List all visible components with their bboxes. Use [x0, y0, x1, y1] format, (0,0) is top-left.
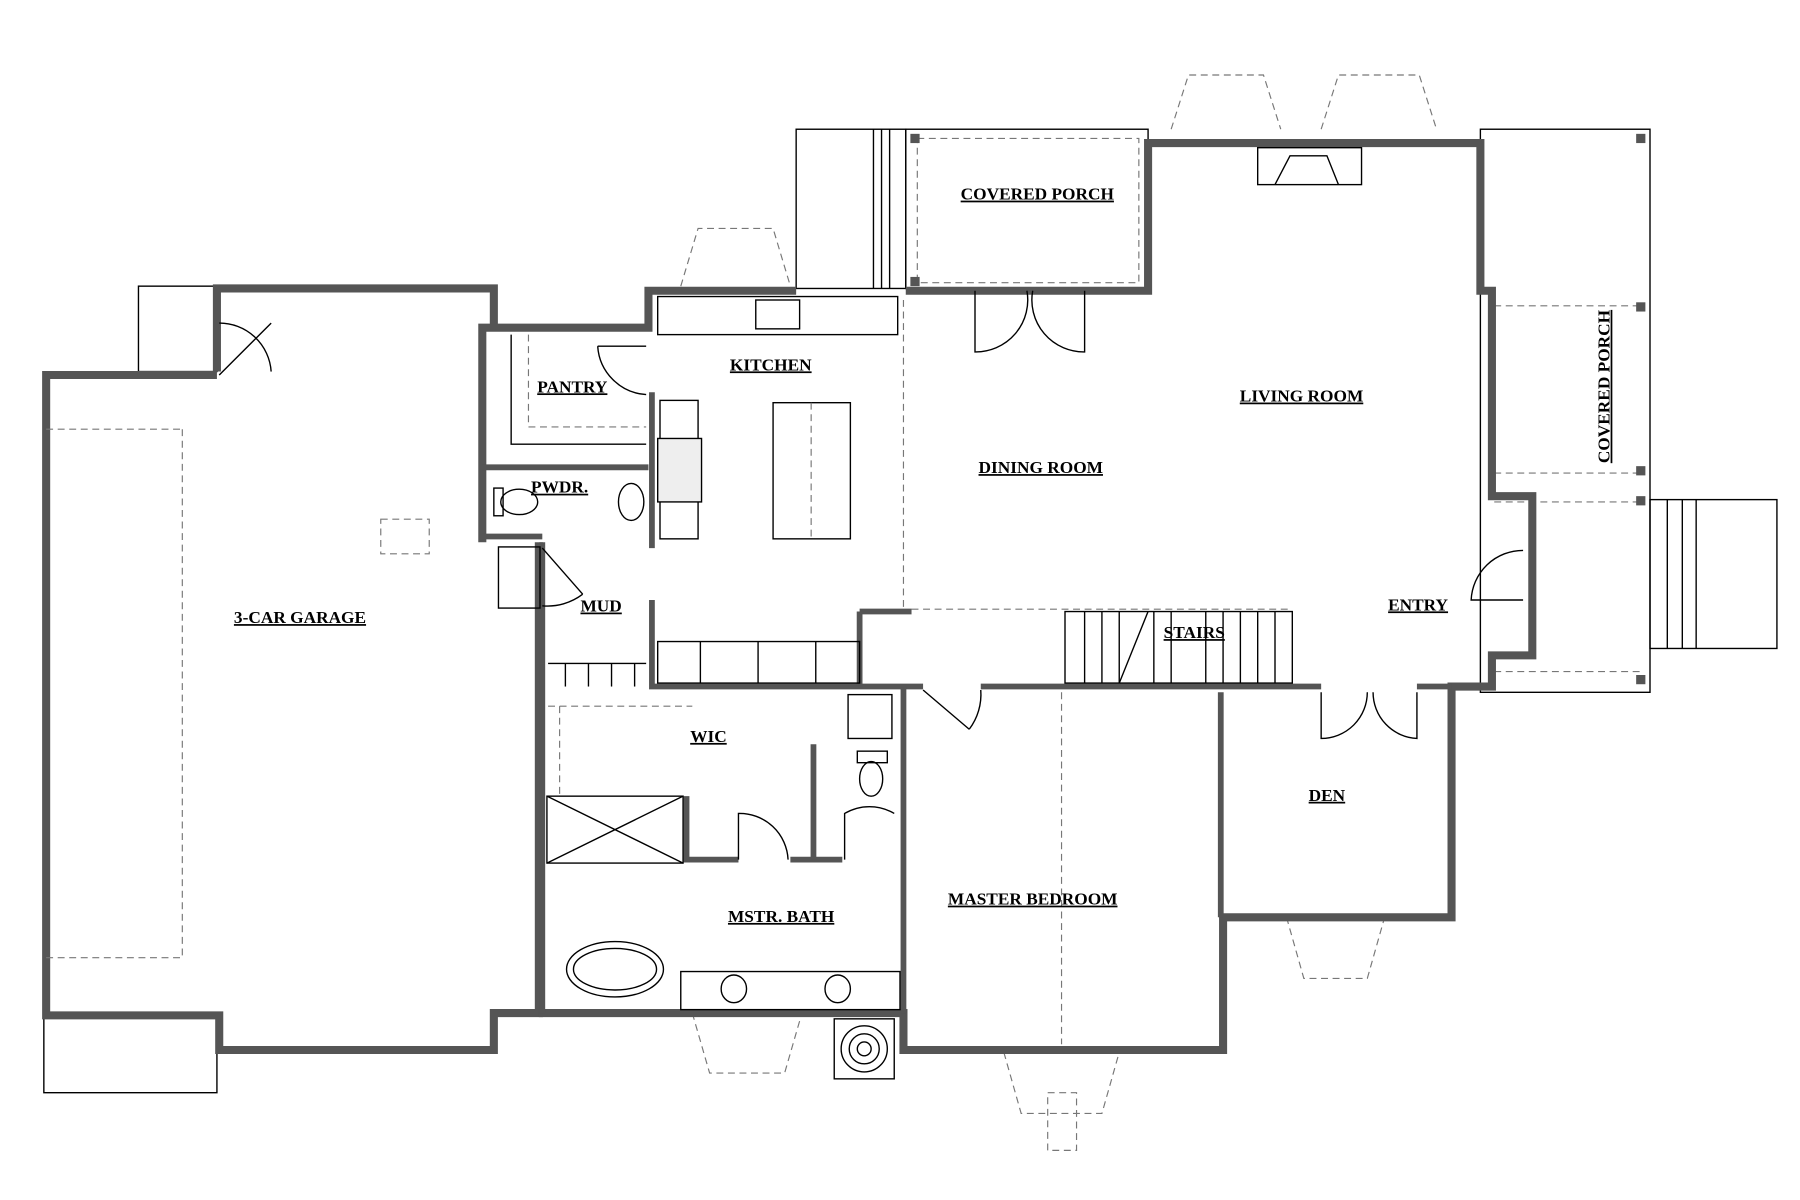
- garage-walls: [42, 284, 543, 1055]
- label-entry: ENTRY: [1388, 595, 1448, 614]
- label-stairs: STAIRS: [1164, 623, 1225, 642]
- vanity: [680, 970, 901, 1011]
- bathtub-icon: [565, 940, 665, 998]
- label-garage: 3-CAR GARAGE: [234, 608, 366, 627]
- fireplace: [1257, 146, 1363, 186]
- label-den: DEN: [1309, 786, 1346, 805]
- hvac-unit: [833, 1018, 895, 1080]
- toilet-icon: [500, 488, 539, 516]
- label-living-room: LIVING ROOM: [1240, 387, 1363, 406]
- house-walls: [478, 139, 1537, 1055]
- label-wic: WIC: [690, 727, 727, 746]
- interior-walls: [482, 392, 1452, 1014]
- kitchen-sink-icon: [755, 299, 801, 330]
- label-kitchen: KITCHEN: [730, 355, 812, 374]
- label-mud: MUD: [580, 597, 621, 616]
- label-covered-porch-right: COVERED PORCH: [1595, 309, 1614, 463]
- label-covered-porch-top: COVERED PORCH: [961, 185, 1115, 204]
- label-dining-room: DINING ROOM: [979, 458, 1103, 477]
- stairs: [1064, 610, 1293, 684]
- entry-steps: [1649, 498, 1778, 650]
- doors: [218, 290, 1524, 860]
- shower: [546, 795, 684, 864]
- label-master-bedroom: MASTER BEDROOM: [948, 890, 1118, 909]
- garage-side-stoop: [137, 285, 218, 373]
- garage-front-stoop: [43, 1014, 218, 1094]
- covered-porch-right: [1479, 128, 1651, 693]
- label-master-bath: MSTR. BATH: [728, 907, 835, 926]
- label-pantry: PANTRY: [537, 377, 608, 396]
- sink-icon: [617, 482, 645, 522]
- label-powder: PWDR.: [531, 478, 588, 497]
- covered-porch-top: [905, 128, 1149, 290]
